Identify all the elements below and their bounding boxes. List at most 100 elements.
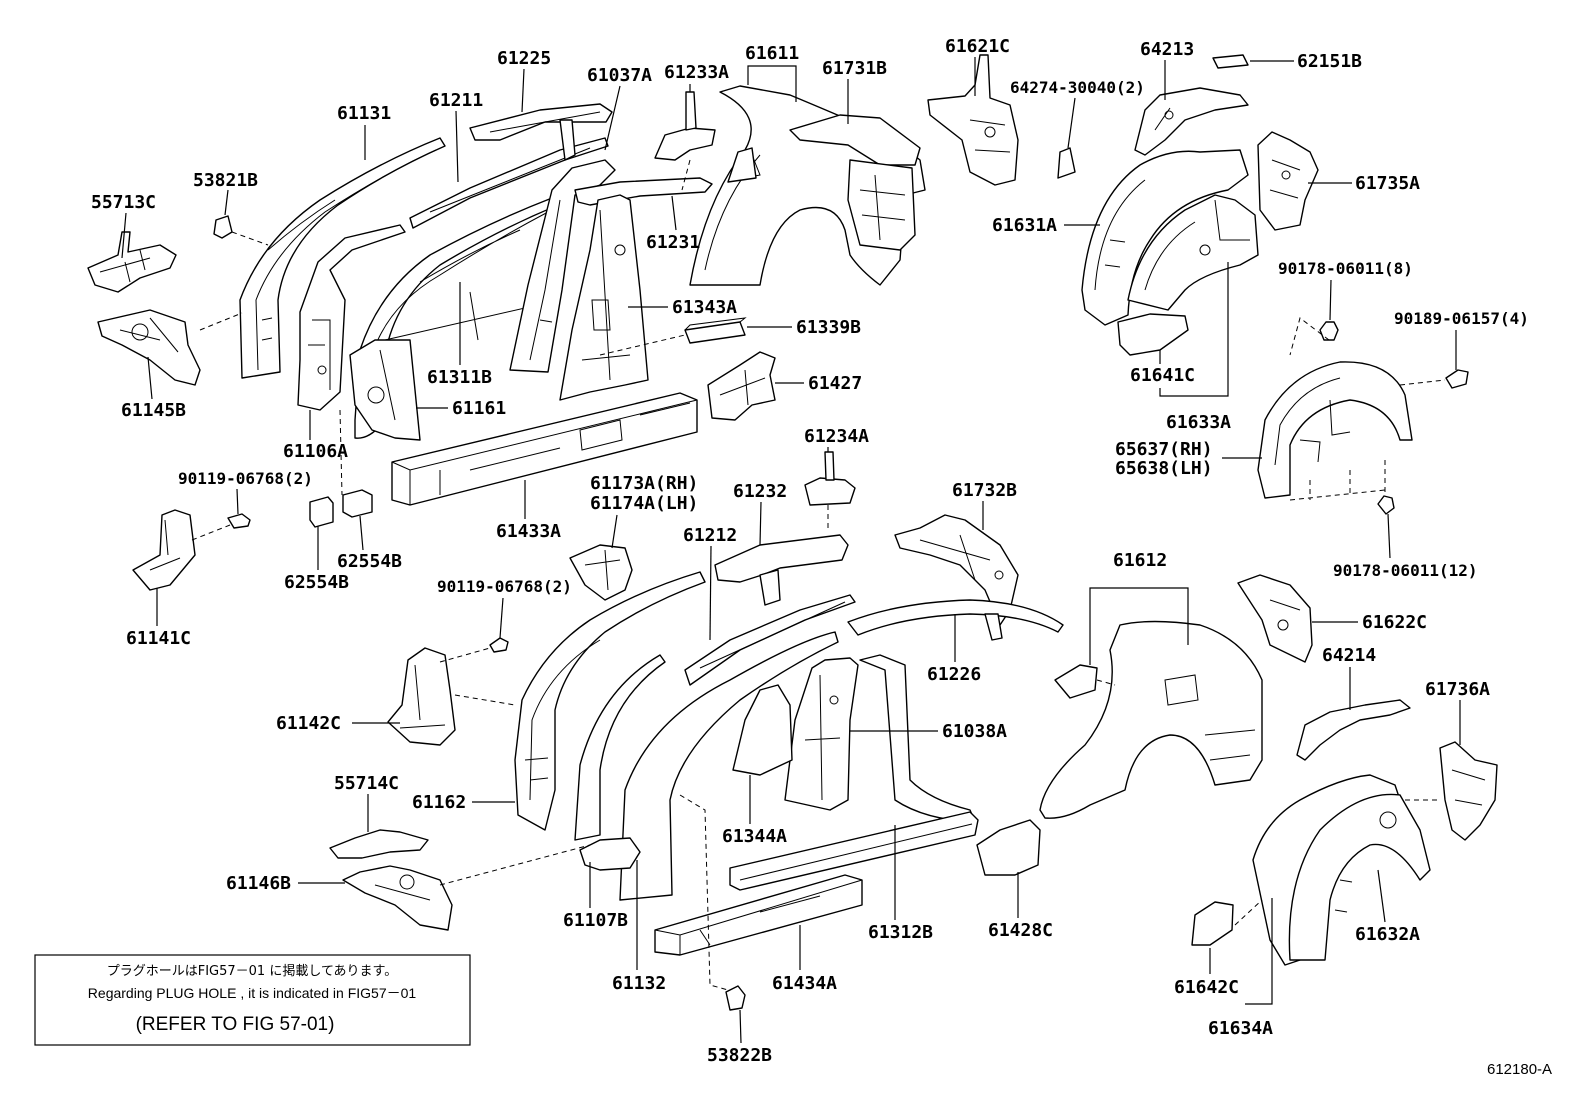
- bolt-90119-upper: [227, 513, 251, 529]
- part-label: 61212: [683, 525, 737, 546]
- leader-line: [1329, 279, 1332, 321]
- alignment-dashed-line: [1289, 317, 1330, 356]
- part-62554b-block-left: [309, 496, 334, 528]
- part-label: 61311B: [427, 367, 492, 388]
- part-label: 65638(LH): [1115, 458, 1213, 479]
- leader-line: [1387, 513, 1391, 559]
- figure-code: 612180-A: [1487, 1061, 1552, 1078]
- part-61344a-pillar: [732, 684, 793, 776]
- part-61631a-detail: [1094, 179, 1146, 291]
- part-61433a-rocker: [391, 392, 698, 506]
- part-61339b-block: [684, 321, 746, 344]
- part-61234a-bracket: [804, 477, 856, 506]
- part-61731b-box: [847, 159, 916, 251]
- part-label: 61106A: [283, 441, 348, 462]
- part-61146b-gusset: [342, 865, 453, 931]
- part-61161-detail: [367, 349, 396, 421]
- part-61142c-detail: [399, 664, 446, 729]
- part-label: 61225: [497, 48, 551, 69]
- part-64214-bracket: [1296, 699, 1411, 761]
- part-label: 61427: [808, 373, 862, 394]
- part-label: 55714C: [334, 773, 399, 794]
- clip-90189: [1445, 369, 1469, 389]
- bolt-90119-lower: [489, 637, 509, 653]
- part-62554b-block-right: [342, 489, 373, 518]
- leader-line: [1377, 869, 1386, 923]
- part-61631a-wheelhouse-outer: [1081, 149, 1249, 326]
- part-61145b-gusset: [97, 309, 201, 386]
- part-a-pillar-inner-lower: [574, 654, 666, 841]
- alignment-dashed-line: [191, 524, 231, 541]
- leader-line: [121, 212, 127, 259]
- part-label: 61732B: [952, 480, 1017, 501]
- part-61343a-b-pillar-inner: [559, 194, 649, 401]
- part-65637-fender-liner: [1257, 361, 1413, 499]
- part-61225-detail: [489, 111, 601, 133]
- part-label: 61611: [745, 43, 799, 64]
- part-61621c-detail: [969, 119, 1011, 153]
- part-label: 61146B: [226, 873, 291, 894]
- note-box: [34, 954, 471, 1046]
- alignment-dashed-line: [439, 647, 491, 663]
- part-label: 61038A: [942, 721, 1007, 742]
- part-61037a-b-pillar-outer: [509, 159, 616, 373]
- part-61161-lower-pillar: [349, 339, 421, 441]
- part-61622c-detail: [1269, 599, 1301, 631]
- part-61427-detail: [719, 369, 766, 406]
- part-61226-roof-rail: [847, 599, 1064, 636]
- part-label: 61141C: [126, 628, 191, 649]
- part-55714c-bracket: [329, 829, 429, 859]
- part-61732b-detail: [919, 534, 1004, 581]
- note-refer-text: (REFER TO FIG 57-01): [136, 1014, 335, 1035]
- part-61037a-detail: [529, 199, 561, 361]
- leader-line: [739, 1009, 742, 1044]
- part-61736a-bracket: [1439, 741, 1498, 841]
- alignment-dashed-line: [454, 694, 516, 706]
- part-61141c-bracket: [132, 509, 196, 591]
- part-62151b-pad: [1212, 54, 1249, 69]
- part-61633a-wheelhouse-inner: [1127, 194, 1259, 311]
- part-61106a-detail: [308, 319, 331, 390]
- part-door-frame-front: [619, 631, 839, 901]
- part-label: 61211: [429, 90, 483, 111]
- part-label: 64213: [1140, 39, 1194, 60]
- alignment-dashed-line: [439, 844, 591, 886]
- part-61233a-tab: [685, 91, 697, 131]
- note-english-text: Regarding PLUG HOLE , it is indicated in…: [88, 985, 417, 1001]
- part-label: 61428C: [988, 920, 1053, 941]
- part-61612-quarter-outer: [1039, 620, 1263, 819]
- part-61731b-detail: [859, 174, 906, 241]
- part-61107b-lower: [579, 837, 641, 871]
- part-61145b-detail: [119, 317, 179, 353]
- leader-line: [521, 68, 525, 113]
- part-label: 61621C: [945, 36, 1010, 57]
- part-61162-detail: [524, 639, 601, 801]
- part-label: 61612: [1113, 550, 1167, 571]
- part-label: 61339B: [796, 317, 861, 338]
- part-61612-small-piece: [1054, 664, 1098, 699]
- part-61106a-pillar: [297, 224, 406, 411]
- alignment-dashed-line: [1399, 379, 1446, 386]
- part-61612-detail: [1164, 674, 1256, 761]
- part-61633a-detail: [1144, 199, 1250, 291]
- leader-line: [1159, 262, 1229, 397]
- part-label: 61731B: [822, 58, 887, 79]
- part-61735a-bracket: [1257, 131, 1319, 231]
- part-label: 61037A: [587, 65, 652, 86]
- part-label: 61434A: [772, 973, 837, 994]
- clip-53822b: [725, 985, 746, 1011]
- part-61632a-wheelhouse-outer: [1288, 793, 1431, 961]
- part-label: 61234A: [804, 426, 869, 447]
- part-label: 90119-06768(2): [437, 577, 572, 596]
- part-61226-drop: [984, 613, 1003, 641]
- part-label: 61231: [646, 232, 700, 253]
- leader-line: [709, 545, 712, 641]
- part-61212-rail: [684, 594, 856, 686]
- part-61038a-b-pillar: [784, 657, 859, 811]
- leader-line: [604, 85, 621, 151]
- part-label: 61641C: [1130, 365, 1195, 386]
- alignment-dashed-line: [599, 334, 686, 356]
- part-61142c-bracket: [387, 647, 456, 746]
- part-55713c-detail: [99, 249, 151, 283]
